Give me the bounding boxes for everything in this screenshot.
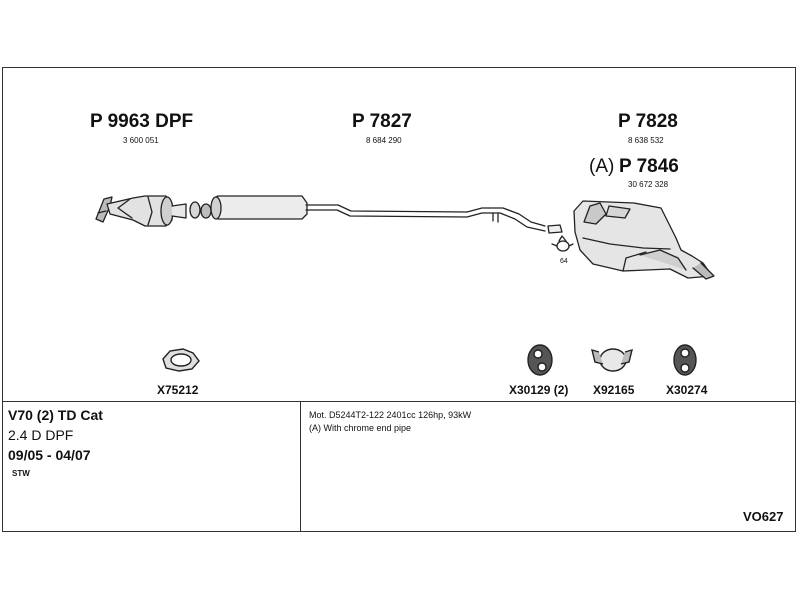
rubber-mount-x30129-icon [527,344,553,376]
diagram-frame [2,67,796,532]
sleeve-icon [547,224,563,234]
clamp-64-icon [551,235,574,252]
catalog-code: VO627 [743,509,784,524]
info-divider [2,401,796,402]
part-number-middle-pipe: 8 684 290 [366,136,402,145]
middle-silencer-icon [210,195,308,220]
motor-note: Mot. D5244T2-122 2401cc 126hp, 93kW [309,410,472,420]
vehicle-model: V70 (2) TD Cat [8,407,103,423]
accessory-code-x92165: X92165 [593,383,635,397]
vehicle-dates: 09/05 - 04/07 [8,447,91,463]
part-label-rear-silencer-chrome: P 7846 [619,156,679,177]
dpf-unit-icon [106,195,187,227]
accessory-code-x30274: X30274 [666,383,708,397]
part-number-rear-silencer-chrome: 30 672 328 [628,180,669,189]
part-option-prefix: (A) [589,156,615,177]
rubber-mount-x30274-icon [673,344,697,376]
gasket-icon [189,201,212,219]
vehicle-body: STW [12,469,30,478]
option-note: (A) With chrome end pipe [309,423,412,433]
middle-pipe-icon [305,204,546,232]
clamp-x92165-icon [591,348,633,372]
part-number-rear-silencer: 8 638 532 [628,136,664,145]
accessory-code-x75212: X75212 [157,383,199,397]
part-label-dpf: P 9963 DPF [90,111,194,132]
info-column-divider [300,401,301,532]
part-label-rear-silencer: P 7828 [618,111,678,132]
accessory-code-x30129: X30129 (2) [509,383,569,397]
gasket-x75212-icon [162,348,200,372]
part-number-dpf: 3 600 051 [123,136,159,145]
clamp-size-label: 64 [560,258,568,265]
rear-silencer-icon [573,200,715,280]
vehicle-engine: 2.4 D DPF [8,427,74,443]
part-label-middle-pipe: P 7827 [352,111,412,132]
